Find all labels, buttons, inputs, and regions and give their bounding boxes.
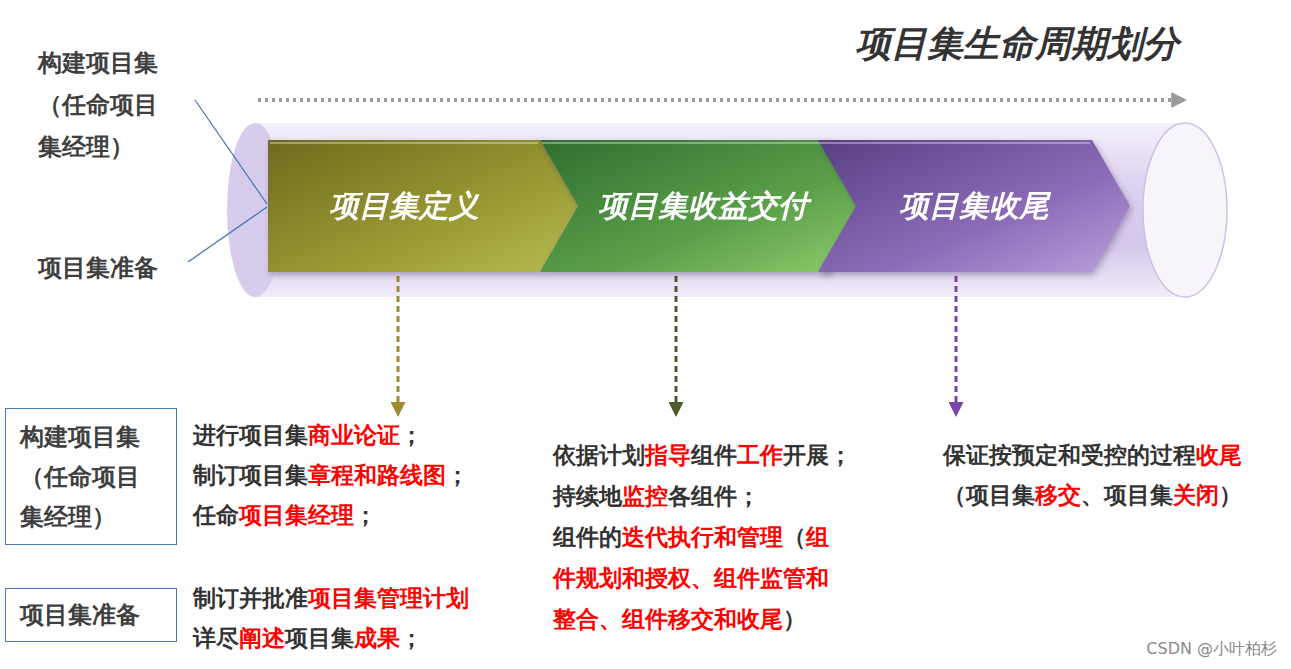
highlight-text: 阐述	[239, 625, 285, 651]
chevron-fill	[818, 140, 1130, 272]
tube-body	[255, 123, 1185, 297]
side-label: 项目集准备	[38, 254, 158, 282]
chevron-highlight	[820, 142, 1090, 144]
leader-line	[195, 100, 267, 204]
side-label-group: 构建项目集 （任命项目 集经理）	[38, 42, 172, 168]
description-text: 依据计划	[553, 442, 645, 468]
description-text: 组件	[691, 442, 737, 468]
description-text: 、项目集	[1081, 482, 1173, 508]
text-line: 构建项目集 （任命项目 集经理）	[38, 42, 172, 168]
highlight-text: 商业论证	[308, 422, 400, 448]
description-text: 详尽	[193, 625, 239, 651]
leader-line	[188, 207, 267, 262]
description-text: 组件的	[553, 524, 622, 550]
text-line: 详尽阐述项目集成果；	[193, 618, 469, 658]
text-line: 项目集准备	[38, 252, 158, 284]
description-text: ；	[354, 502, 377, 528]
highlight-text: 工作	[737, 442, 783, 468]
description-text: ；	[400, 625, 423, 651]
description-text: 制订项目集	[193, 462, 308, 488]
description-text-group: 保证按预定和受控的过程收尾（项目集移交、项目集关闭）	[912, 435, 1272, 515]
highlight-text: 指导	[645, 442, 691, 468]
highlight-text: 章程和路线图	[308, 462, 446, 488]
description-text-group: 制订并批准项目集管理计划详尽阐述项目集成果；	[193, 578, 469, 658]
chevron-highlight	[270, 142, 538, 144]
description-text: 保证按预定和受控的过程	[943, 442, 1196, 468]
timeline-arrow	[258, 98, 1184, 102]
text-line: 进行项目集商业论证；	[193, 415, 469, 455]
side-label-group: 项目集准备	[38, 252, 158, 284]
text-line: CSDN @小叶柏杉	[1146, 638, 1277, 660]
highlight-text: 监控	[622, 483, 668, 509]
highlight-text: 项目集管理计划	[308, 585, 469, 611]
stage-box: 构建项目集 （任命项目 集经理）	[5, 408, 177, 545]
text-line: 组件的迭代执行和管理（组件规划和授权、组件监管和整合、组件移交和收尾）	[553, 517, 843, 640]
description-text: 各组件；	[668, 483, 760, 509]
text-line: 持续地监控各组件；	[553, 476, 852, 517]
diagram-title: 项目集生命周期划分	[855, 20, 1179, 69]
side-label: 构建项目集 （任命项目 集经理）	[38, 49, 158, 161]
description-text: ；	[446, 462, 469, 488]
text-line: （项目集移交、项目集关闭）	[912, 475, 1272, 515]
phase-chevron: 项目集定义	[268, 140, 578, 272]
description-text: 持续地	[553, 483, 622, 509]
highlight-text: 关闭	[1173, 482, 1219, 508]
description-text-group: 依据计划指导组件工作开展；持续地监控各组件；组件的迭代执行和管理（组件规划和授权…	[553, 435, 852, 640]
text-line: 制订并批准项目集管理计划	[193, 578, 469, 618]
highlight-text: 成果	[354, 625, 400, 651]
description-text: （项目集	[943, 482, 1035, 508]
phase-chevron: 项目集收益交付	[540, 140, 866, 272]
description-text: ）	[1219, 482, 1242, 508]
text-line: 依据计划指导组件工作开展；	[553, 435, 852, 476]
highlight-text: 收尾	[1196, 442, 1242, 468]
tube-right-end	[1143, 123, 1227, 297]
chevron-highlight	[542, 142, 826, 144]
description-text: 项目集	[285, 625, 354, 651]
stage-label: 构建项目集 （任命项目 集经理）	[20, 417, 154, 537]
text-line: 任命项目集经理；	[193, 495, 469, 535]
phase-title: 项目集定义	[329, 186, 479, 227]
description-text: （	[783, 524, 806, 550]
phase-chevron: 项目集收尾	[818, 140, 1130, 272]
description-text: 开展；	[783, 442, 852, 468]
description-text: 任命	[193, 502, 239, 528]
text-line: 保证按预定和受控的过程收尾	[912, 435, 1272, 475]
phase-title: 项目集收尾	[899, 186, 1049, 227]
phase-title: 项目集收益交付	[598, 186, 808, 227]
description-text: 进行项目集	[193, 422, 308, 448]
chevron-fill	[268, 140, 578, 272]
highlight-text: 项目集经理	[239, 502, 354, 528]
stage-box: 项目集准备	[5, 588, 177, 642]
highlight-text: 迭代执行和管理	[622, 524, 783, 550]
description-text: ；	[400, 422, 423, 448]
description-text: 制订并批准	[193, 585, 308, 611]
watermark: CSDN @小叶柏杉	[1146, 639, 1277, 658]
description-text: ）	[783, 606, 806, 632]
stage-label: 项目集准备	[20, 595, 166, 635]
text-line: 制订项目集章程和路线图；	[193, 455, 469, 495]
highlight-text: 移交	[1035, 482, 1081, 508]
watermark-group: CSDN @小叶柏杉	[1146, 638, 1277, 660]
description-text-group: 进行项目集商业论证；制订项目集章程和路线图；任命项目集经理；	[193, 415, 469, 535]
chevron-fill	[540, 140, 866, 272]
